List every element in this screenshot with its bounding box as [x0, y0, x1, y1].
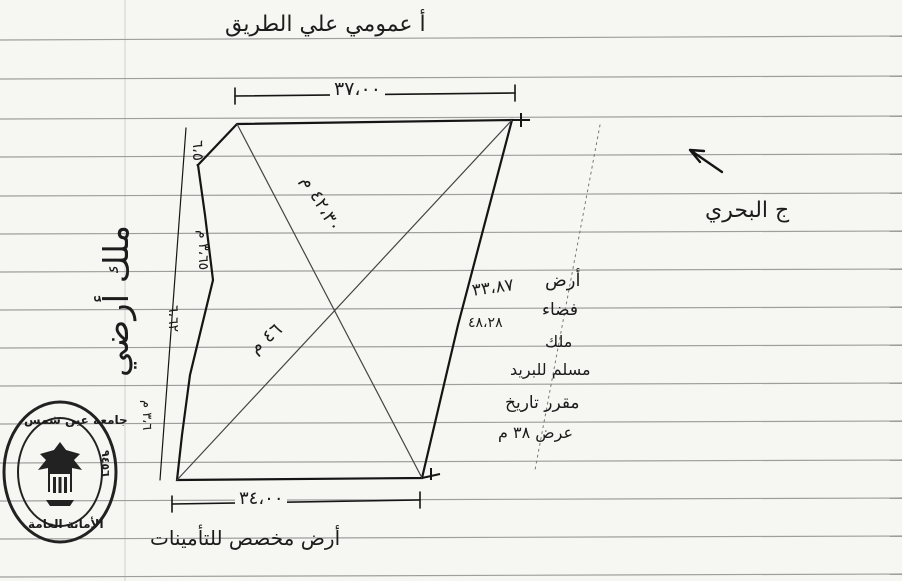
right-note-line-2: فضاء [542, 300, 579, 320]
right-note-line-4: مسلم للبريد [510, 360, 591, 379]
diagonal-a [236, 123, 423, 479]
right-side-sub-dimension: ٤٨،٢٨ [468, 315, 503, 331]
bottom-dim-line [171, 499, 421, 505]
left-segment-3: ٦،٦٢ [165, 305, 181, 333]
seal-bottom-text: الأمانة العامة [28, 517, 104, 531]
left-segment-2: ٣،٦٥ م [195, 230, 211, 271]
right-side-label: ج البحري [705, 198, 790, 223]
left-segment-1: ٦،٥٠ [189, 140, 207, 170]
seal-ring-text: جامعة عين شمس [24, 413, 128, 427]
left-dim-line [159, 127, 187, 481]
right-note-line-3: ملك [545, 332, 573, 351]
dotted-boundary [534, 124, 601, 471]
top-boundary-label: أ عمومي علي الطريق [225, 12, 426, 37]
seal-number: ٩٤٥٦ [99, 450, 112, 477]
plot-outline [175, 118, 514, 482]
right-note-line-5: مقرر تاريخ [505, 393, 580, 413]
arrow-marker [688, 148, 724, 174]
bottom-dimension: ٣٤،٠٠ [235, 490, 288, 508]
right-note-line-1: أرض [545, 270, 581, 291]
right-note-line-6: عرض ٣٨ م [498, 423, 573, 442]
official-seal: جامعة عين شمس ٩٤٥٦ الأمانة العامة [2, 400, 128, 550]
top-dimension: ٣٧،٠٠ [330, 80, 385, 99]
left-boundary-label: ملك أرضي [97, 225, 137, 378]
left-segment-4: ٣،٦ م [139, 400, 154, 431]
diagonal-b [176, 119, 513, 481]
eagle-emblem [38, 442, 82, 492]
bottom-boundary-label: أرض مخصص للتأمينات [150, 526, 341, 550]
